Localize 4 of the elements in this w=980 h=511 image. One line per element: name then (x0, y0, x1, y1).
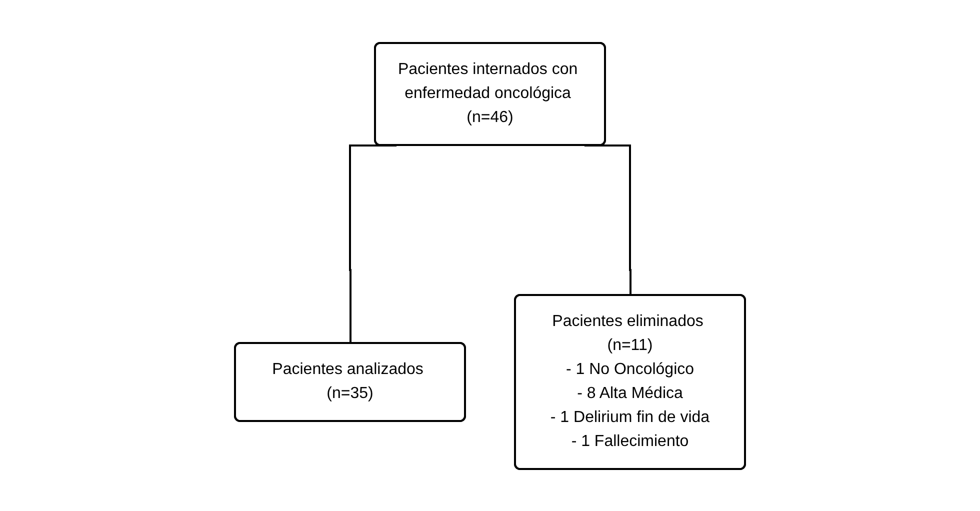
connector (349, 144, 397, 343)
connector (584, 144, 632, 295)
node-text: Pacientes eliminados (n=11) - 1 No Oncológico - 8 Alta Médica - 1 Delirium fin de vida - 1 Fallecimiento (550, 312, 710, 450)
node-text: Pacientes internados con enfermedad oncológica (n=46) (398, 60, 578, 126)
